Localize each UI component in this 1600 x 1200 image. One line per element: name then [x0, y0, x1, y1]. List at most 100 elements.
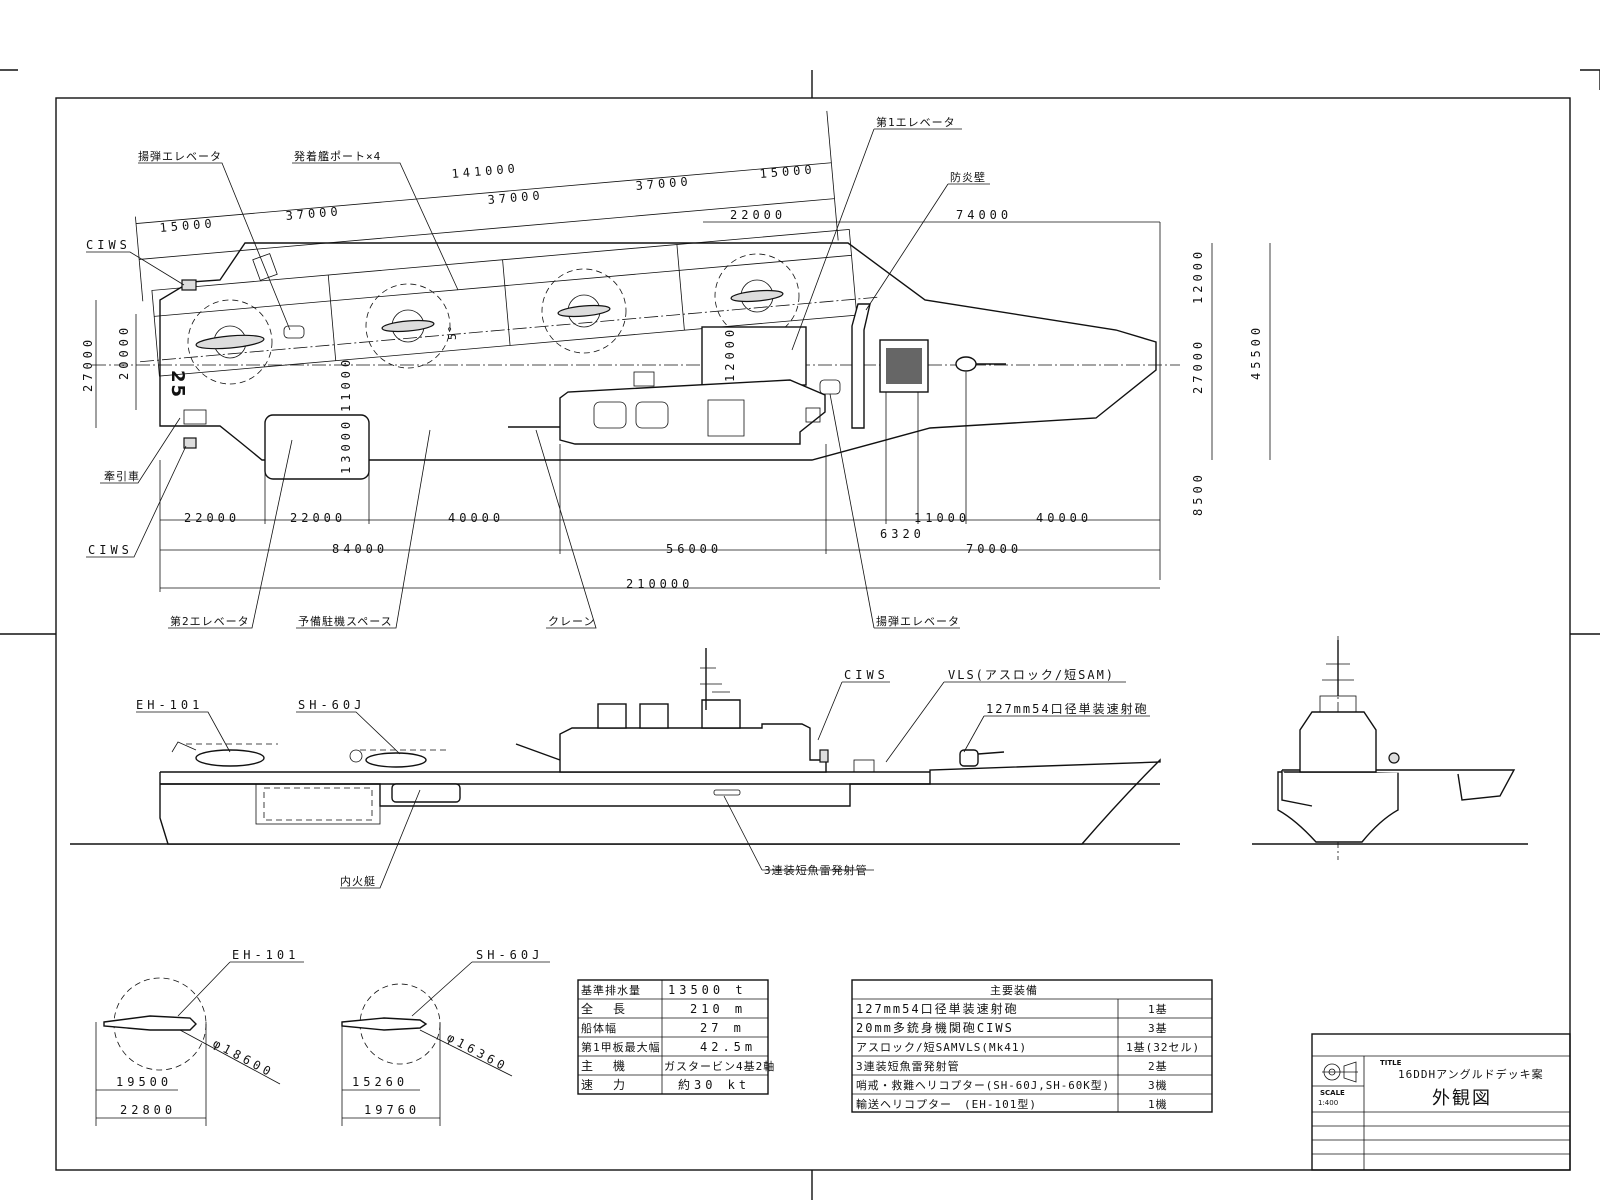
dim-angled-seg-1: 15000	[159, 216, 216, 235]
dimension-text: 141000 15000 37000 37000 37000 15000 220…	[81, 161, 1263, 591]
sh60j-plan	[341, 1017, 428, 1031]
boat-shape	[391, 783, 461, 803]
helicopter-details	[95, 961, 550, 1126]
ciws-bottom-shape	[183, 437, 197, 449]
equipment-item: 3連装短魚雷発射管	[856, 1059, 960, 1073]
equipment-item: アスロック/短SAMVLS(Mk41)	[856, 1040, 1027, 1054]
sh60j-on-deck	[349, 749, 446, 768]
dim-row1-c: 40000	[448, 511, 504, 525]
dim-bow-length: 74000	[956, 208, 1012, 222]
island-outline	[559, 379, 826, 445]
elevator-1-shape	[701, 326, 807, 386]
leader-lines	[86, 128, 990, 629]
dim-angled-seg-5: 15000	[759, 162, 816, 181]
title-block	[1311, 1033, 1571, 1171]
scale-value: 1:400	[1318, 1099, 1338, 1107]
front-island	[1299, 711, 1377, 773]
spec-value: 27 m	[700, 1021, 745, 1035]
gun-profile	[959, 749, 979, 767]
dim-elev1-12000: 12000	[723, 326, 737, 382]
equipment-qty: 1基(32セル)	[1126, 1041, 1200, 1054]
drawing-title: 16DDHアングルドデッキ案	[1398, 1067, 1544, 1081]
eh101-on-deck	[171, 741, 278, 767]
sheet-frame	[0, 69, 1600, 1200]
hull-profile	[159, 758, 1161, 845]
equipment-item: 127mm54口径単装速射砲	[856, 1001, 1019, 1016]
dim-angled-seg-2: 37000	[285, 204, 342, 223]
label-ciws-top: CIWS	[86, 238, 131, 252]
dim-row2-b: 56000	[666, 542, 722, 556]
heli-sh60j-overall: 19760	[364, 1103, 420, 1117]
spec-table-text: 基準排水量 13500 t 全 長 210 m 船体幅 27 m 第1甲板最大幅…	[581, 983, 775, 1092]
spec-label: 速 力	[581, 1078, 629, 1092]
profile-view	[70, 648, 1528, 889]
label-ciws-profile: CIWS	[844, 668, 889, 682]
dim-row2-a: 84000	[332, 542, 388, 556]
label-spare-parking: 予備駐機スペース	[298, 614, 393, 628]
label-tractor: 牽引車	[104, 469, 140, 483]
dim-right-8500: 8500	[1191, 471, 1205, 516]
label-eh101-profile: EH-101	[136, 698, 203, 712]
equipment-qty: 1機	[1148, 1097, 1168, 1111]
dim-row2-c: 70000	[966, 542, 1022, 556]
profile-text: EH-101 SH-60J CIWS VLS(アスロック/短SAM) 127mm…	[136, 668, 1149, 888]
dim-angled-seg-4: 37000	[635, 174, 692, 193]
dimension-lines	[95, 110, 1271, 592]
angle-label: 5°	[446, 325, 459, 340]
equipment-item: 哨戒・救難ヘリコプター(SH-60J,SH-60K型)	[856, 1078, 1110, 1092]
blast-shield-shape	[851, 303, 871, 429]
equipment-qty: 3機	[1148, 1078, 1168, 1092]
landing-spot-2	[365, 283, 451, 369]
dim-right-45500: 45500	[1249, 324, 1263, 380]
heli-sh60j-rotor: φ16360	[445, 1030, 511, 1074]
flight-deck-outline	[159, 242, 1157, 461]
label-crane: クレーン	[548, 615, 595, 628]
dim-right-12000: 12000	[1191, 248, 1205, 304]
dim-row1-b: 22000	[290, 511, 346, 525]
title-label: TITLE	[1380, 1059, 1402, 1067]
dim-total: 210000	[626, 577, 693, 591]
landing-spot-1	[187, 299, 273, 385]
spec-value: ガスタービン4基2軸	[664, 1059, 775, 1073]
helicopter-text: EH-101 19500 22800 φ18600 SH-60J 15260 1…	[116, 948, 543, 1117]
heli-eh101-rotor: φ18600	[211, 1036, 277, 1080]
scale-label: SCALE	[1320, 1089, 1345, 1097]
dim-row1-d: 11000	[914, 511, 970, 525]
angled-deck	[140, 228, 878, 377]
heli-eh101-length: 19500	[116, 1075, 172, 1089]
label-vls: VLS(アスロック/短SAM)	[948, 668, 1115, 682]
spec-label: 全 長	[581, 1001, 629, 1016]
title-block-text: TITLE 16DDHアングルドデッキ案 SCALE 1:400 外観図	[1318, 1059, 1544, 1109]
spec-value: 210 m	[690, 1002, 746, 1016]
ciws-top-shape	[181, 279, 197, 291]
torpedo-shape	[713, 789, 741, 796]
label-boat: 内火艇	[340, 874, 376, 888]
label-elevator-2: 第2エレベータ	[170, 614, 250, 628]
spec-label: 船体幅	[581, 1021, 617, 1035]
dim-left-20000: 20000	[117, 324, 131, 380]
dim-elevator1-width: 22000	[730, 208, 786, 222]
spec-label: 第1甲板最大幅	[581, 1040, 661, 1054]
crane-profile	[515, 743, 561, 761]
equipment-qty: 3基	[1148, 1022, 1168, 1035]
spec-value: 13500 t	[668, 983, 747, 997]
equipment-table	[851, 979, 1213, 1113]
heli-sh60j-label: SH-60J	[476, 948, 543, 962]
label-sh60j-profile: SH-60J	[298, 698, 365, 712]
drawing-name: 外観図	[1432, 1088, 1492, 1109]
equipment-item: 輸送ヘリコプター (EH-101型)	[856, 1097, 1037, 1111]
dim-elev2-13000: 13000	[339, 418, 353, 474]
spec-value: 約30 kt	[678, 1077, 750, 1092]
plan-text: 揚弾エレベータ 発着艦ポート×4 第1エレベータ 防炎壁 CIWS 牽引車 CI…	[86, 115, 985, 628]
heli-sh60j-length: 15260	[352, 1075, 408, 1089]
spec-table	[577, 979, 769, 1095]
eh101-plan	[103, 1015, 197, 1031]
equipment-table-text: 主要装備 127mm54口径単装速射砲 1基 20mm多銃身機関砲CIWS 3基…	[856, 984, 1200, 1111]
dim-elev2-11000: 11000	[339, 356, 353, 412]
dim-row1-e: 40000	[1036, 511, 1092, 525]
label-landing-spots: 発着艦ポート×4	[294, 149, 381, 163]
label-gun: 127mm54口径単装速射砲	[986, 701, 1149, 716]
heli-eh101-label: EH-101	[232, 948, 299, 962]
dim-angled-total: 141000	[451, 161, 519, 181]
